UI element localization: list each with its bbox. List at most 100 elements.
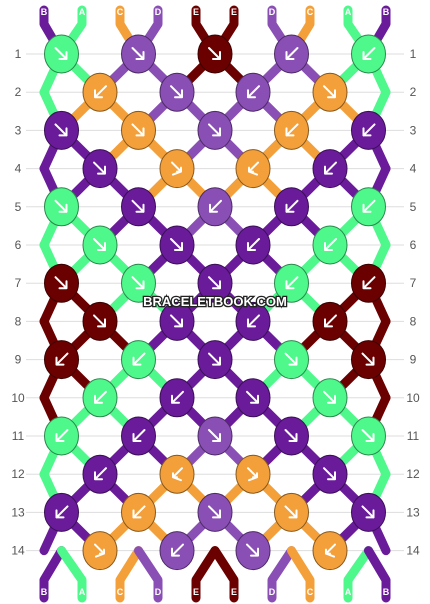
knot-direction-arrow-icon (171, 543, 184, 557)
bottom-string-label: D (269, 587, 276, 597)
row-number-left: 9 (15, 353, 22, 367)
top-string-label: A (79, 7, 86, 17)
knot (82, 378, 118, 418)
knot (274, 416, 309, 456)
top-string-label: D (155, 7, 162, 17)
row-number-left: 11 (12, 429, 25, 443)
knot-grid (44, 34, 386, 571)
knot (235, 149, 271, 189)
knot (159, 378, 195, 418)
knot (44, 416, 79, 456)
knot (159, 225, 195, 265)
knot-direction-arrow-icon (323, 390, 336, 404)
knot (82, 149, 118, 189)
knot (197, 492, 233, 532)
knot-direction-arrow-icon (171, 390, 184, 404)
knot (44, 110, 79, 150)
knot-direction-arrow-icon (208, 47, 221, 60)
top-string-label: C (117, 7, 124, 17)
knot-direction-arrow-icon (324, 238, 337, 251)
knot-direction-arrow-icon (248, 161, 259, 176)
knot (121, 492, 156, 532)
knot-direction-arrow-icon (285, 123, 299, 137)
knot (197, 110, 233, 150)
string-tail (267, 546, 296, 603)
knot (312, 301, 348, 341)
knot (274, 263, 309, 303)
string-tail (343, 546, 373, 603)
knot-direction-arrow-icon (325, 543, 336, 558)
knot-direction-arrow-icon (285, 47, 299, 60)
knot-direction-arrow-icon (132, 429, 146, 442)
knot (159, 72, 195, 112)
knot-direction-arrow-icon (171, 161, 182, 176)
string-tail (191, 546, 220, 603)
bottom-string-label: B (41, 587, 48, 597)
row-number-right: 2 (410, 85, 417, 99)
row-number-left: 7 (15, 276, 22, 290)
knot-direction-arrow-icon (94, 543, 105, 558)
knot-direction-arrow-icon (361, 429, 375, 442)
row-number-left: 12 (11, 467, 25, 481)
knot-direction-arrow-icon (362, 123, 376, 137)
row-number-left: 4 (15, 162, 22, 176)
knot (274, 340, 309, 380)
knot-direction-arrow-icon (246, 543, 259, 557)
knot (82, 531, 118, 571)
knot-direction-arrow-icon (362, 199, 376, 213)
top-string-label: B (41, 7, 48, 17)
knot-direction-arrow-icon (131, 123, 145, 137)
knot (312, 72, 348, 112)
knot (351, 187, 386, 227)
knot (274, 187, 309, 227)
knot (351, 492, 386, 532)
knot-direction-arrow-icon (94, 467, 107, 481)
knot-direction-arrow-icon (54, 276, 68, 290)
row-number-right: 13 (406, 505, 420, 519)
knot (312, 225, 348, 265)
knot-direction-arrow-icon (131, 199, 145, 213)
knot-direction-arrow-icon (246, 390, 259, 404)
knot (44, 34, 79, 74)
knot-direction-arrow-icon (285, 199, 299, 213)
bottom-string-label: E (193, 587, 199, 597)
top-string-label: A (345, 7, 352, 17)
knot (351, 110, 386, 150)
knot-direction-arrow-icon (93, 238, 106, 251)
row-number-left: 1 (15, 47, 22, 61)
knot-direction-arrow-icon (94, 390, 107, 404)
row-number-right: 4 (410, 162, 417, 176)
row-number-left: 5 (15, 200, 22, 214)
knot (121, 416, 156, 456)
row-number-right: 3 (410, 123, 417, 137)
knot (159, 531, 195, 571)
knot (312, 149, 348, 189)
knot (197, 187, 233, 227)
knot-direction-arrow-icon (208, 123, 221, 137)
row-number-right: 7 (410, 276, 417, 290)
knot-direction-arrow-icon (323, 85, 336, 99)
knot (82, 72, 118, 112)
knot (235, 378, 271, 418)
top-string-label: E (193, 7, 199, 17)
knot-direction-arrow-icon (172, 467, 183, 482)
string-tail (134, 546, 163, 603)
knot-direction-arrow-icon (284, 429, 298, 442)
knot-direction-arrow-icon (285, 276, 299, 290)
row-number-left: 14 (11, 544, 25, 558)
bottom-string-label: C (117, 587, 124, 597)
bottom-string-label: A (79, 587, 86, 597)
knot-direction-arrow-icon (170, 238, 183, 251)
row-number-right: 11 (407, 429, 420, 443)
string-tail (364, 546, 391, 603)
knot-direction-arrow-icon (323, 467, 336, 481)
knot (159, 454, 195, 494)
row-number-left: 6 (15, 238, 22, 252)
knot-direction-arrow-icon (284, 352, 298, 366)
knot (312, 531, 348, 571)
knot-direction-arrow-icon (170, 85, 183, 99)
string-tail (210, 546, 239, 603)
knot-direction-arrow-icon (361, 505, 375, 519)
knot (121, 187, 156, 227)
knot-direction-arrow-icon (361, 352, 375, 366)
